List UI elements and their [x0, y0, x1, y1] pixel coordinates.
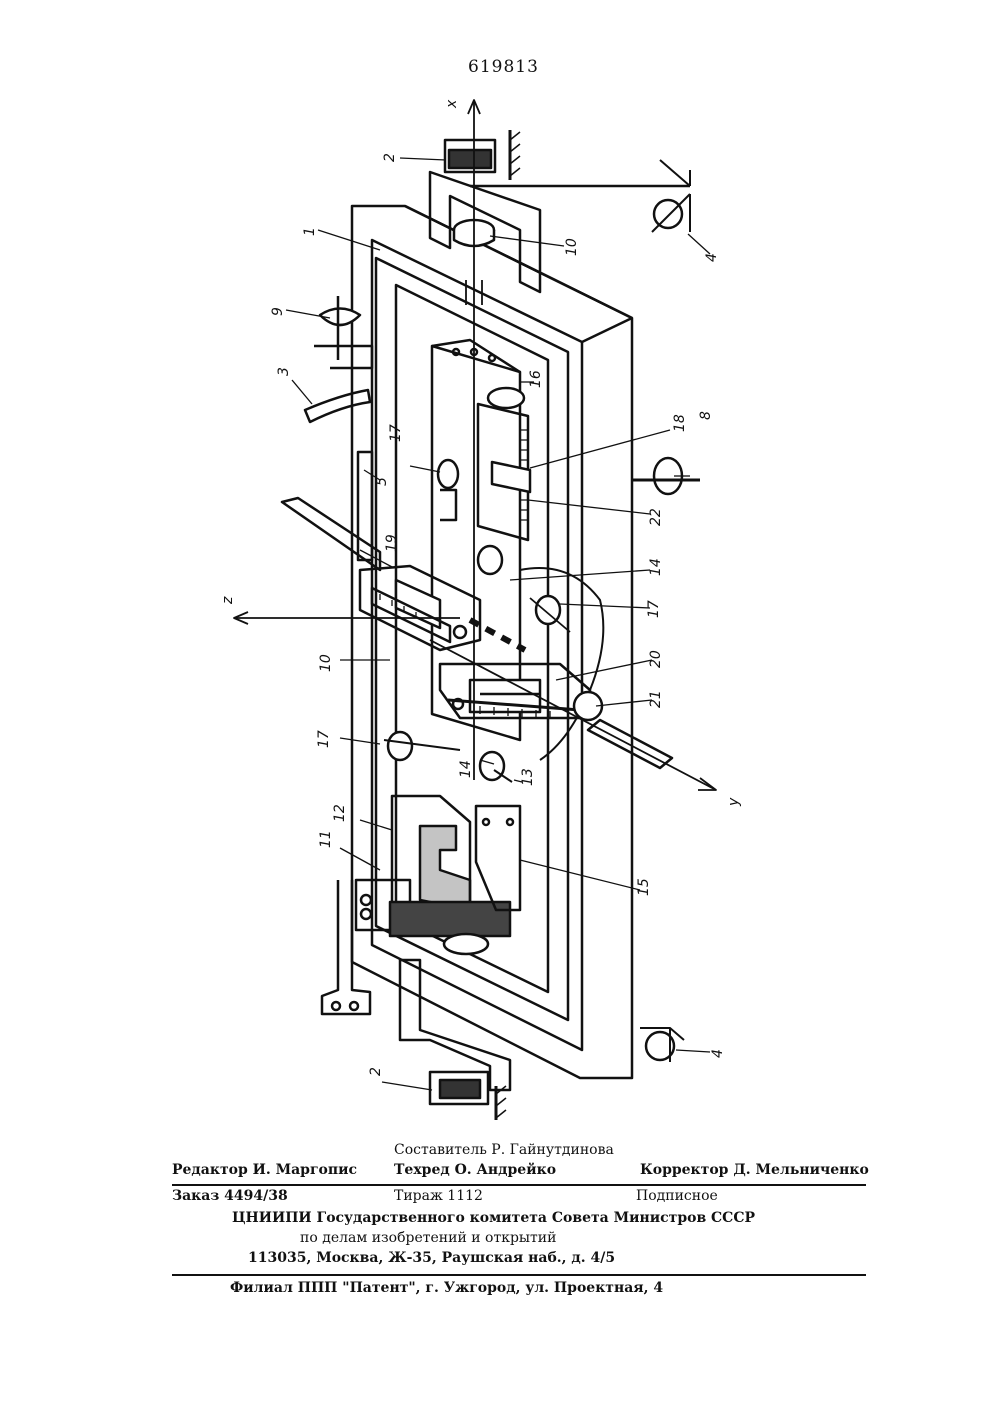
org-line-1: ЦНИИПИ Государственного комитета Совета … [232, 1210, 755, 1226]
axis-z-label: z [220, 596, 236, 605]
part-label: 9 [270, 307, 286, 316]
part-label: 17 [388, 424, 404, 442]
part-label: 17 [316, 730, 332, 748]
part-label: 12 [332, 804, 348, 822]
rule-bottom [172, 1274, 866, 1276]
address-line: 113035, Москва, Ж-35, Раушская наб., д. … [248, 1250, 615, 1266]
part-label: 4 [704, 253, 720, 262]
axis-x-label: x [444, 99, 460, 109]
compiler-line: Составитель Р. Гайнутдинова [394, 1142, 614, 1158]
spring-top [449, 150, 491, 168]
part-label: 11 [318, 830, 334, 848]
subscription-line: Подписное [636, 1188, 718, 1204]
part-label: 15 [636, 878, 652, 896]
part-label: 2 [368, 1067, 384, 1076]
knob-bottom [444, 934, 488, 954]
spring-bottom [440, 1080, 480, 1098]
patent-figure: x z y 2 1 9 3 5 17 19 10 17 14 13 12 11 … [0, 0, 1000, 1130]
lever-arm [322, 880, 370, 1014]
scale-3 [305, 390, 370, 422]
part-label: 18 [672, 414, 688, 432]
corrector-line: Корректор Д. Мельниченко [640, 1162, 869, 1178]
scale-5 [358, 452, 372, 560]
circulation-line: Тираж 1112 [394, 1188, 483, 1204]
part-label: 10 [564, 238, 580, 256]
knob-17a [438, 460, 458, 488]
part-label: 1 [302, 227, 318, 236]
part-label: 19 [384, 534, 400, 552]
part-label: 13 [520, 768, 536, 786]
part-label: 14 [648, 558, 664, 576]
part-label: 2 [382, 153, 398, 162]
knob-16 [480, 752, 504, 780]
part-label: 14 [458, 760, 474, 778]
roller-top [654, 200, 682, 228]
part-label: 3 [276, 367, 292, 376]
branch-line: Филиал ППП "Патент", г. Ужгород, ул. Про… [230, 1280, 663, 1296]
part-label: 5 [374, 477, 390, 486]
part-label: 22 [648, 508, 664, 526]
part-label: 21 [648, 690, 664, 708]
part-label: 16 [528, 370, 544, 388]
editor-line: Редактор И. Маргопис [172, 1162, 357, 1178]
techred-line: Техред О. Андрейко [394, 1162, 556, 1178]
guide-bar-left [282, 498, 380, 570]
part-label: 20 [648, 650, 664, 668]
part-label: 17 [646, 600, 662, 618]
axis-y-label: y [726, 797, 742, 807]
part-label: 10 [318, 654, 334, 672]
part-label: 4 [710, 1049, 726, 1058]
part-label: 8 [698, 411, 714, 420]
knob-17c [388, 732, 412, 760]
rule-top [172, 1184, 866, 1186]
org-line-2: по делам изобретений и открытий [300, 1230, 556, 1246]
order-line: Заказ 4494/38 [172, 1188, 288, 1204]
bottom-slide [400, 960, 510, 1090]
